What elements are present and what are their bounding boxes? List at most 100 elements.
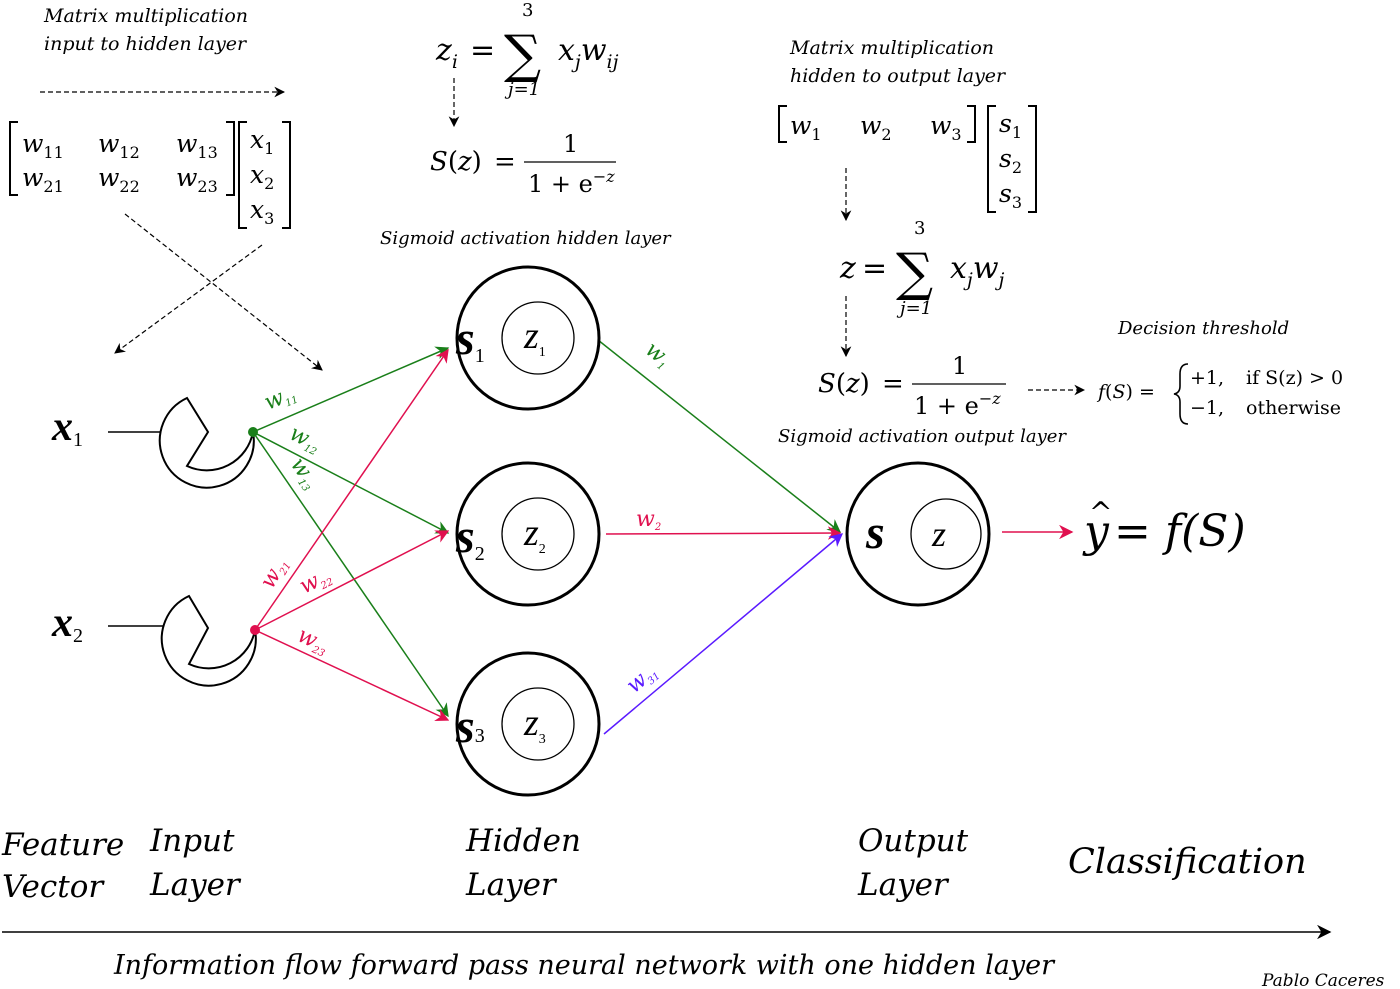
sigmoid-hidden-label: Sigmoid activation hidden layer [380,228,672,249]
svg-text:w3: w3 [930,111,962,144]
svg-text:w22: w22 [98,163,140,196]
svg-text:= f(S): = f(S) [1114,506,1246,557]
cross-arrow-to-x2 [124,213,323,371]
svg-text:w13: w13 [176,129,218,162]
mm-hidden-label-line1: Matrix multiplication [789,37,994,59]
svg-text:x2: x2 [51,600,83,647]
label-w1: w1 [640,337,676,373]
svg-text:w2: w2 [860,111,892,144]
svg-text:=: = [494,147,516,177]
classification-label: Classification [1068,842,1307,882]
z-sum-upper: 3 [914,218,925,239]
hidden-neuron-3: s3 z3 [455,651,601,797]
cross-arrow-to-x1 [114,244,263,354]
edge-w11 [252,346,450,433]
svg-text:w21: w21 [22,163,64,196]
svg-text:s2: s2 [455,510,485,565]
svg-text:y: y [1082,506,1110,557]
sigmoid-hidden-num: 1 [563,130,578,158]
mm-input-label-line2: input to hidden layer [44,33,248,55]
svg-text:x2: x2 [250,160,274,193]
sigmoid-output-num: 1 [952,352,967,380]
label-w2: w2 [636,507,661,533]
label-w21: w21 [256,553,294,593]
label-w22: w22 [296,563,336,600]
author-credit: Pablo Caceres [1261,971,1385,989]
svg-text:x1: x1 [250,125,274,158]
edge-w31 [603,533,844,735]
input-layer-label-line1: Input [149,823,235,859]
svg-text:f(S) =: f(S) = [1096,381,1155,403]
output-layer-label-line2: Layer [857,867,950,903]
threshold-case1-value: +1, [1190,367,1224,389]
edge-w1 [597,339,842,533]
svg-text:s1: s1 [455,312,485,367]
mm-input-label-line1: Matrix multiplication [43,5,248,27]
sigmoid-hidden-exp: −z [593,167,615,186]
feature-vector-label-line1: Feature [1,827,124,863]
svg-text:=: = [862,251,887,286]
svg-text:zi: zi [435,33,458,73]
svg-text:1 + e−z: 1 + e−z [528,167,615,198]
sigmoid-hidden-den: 1 + e [528,170,593,198]
sigmoid-output-label: Sigmoid activation output layer [778,426,1067,447]
input-hidden-edges [252,346,450,721]
svg-text:x1: x1 [51,404,83,451]
input-neuron-2 [160,594,257,687]
decision-threshold-label: Decision threshold [1117,318,1289,339]
svg-text:s1: s1 [999,109,1022,142]
svg-text:^: ^ [1089,496,1112,529]
svg-text:s3: s3 [455,700,485,753]
z-sum-lower: j=1 [896,298,932,319]
svg-text:1 + e−z: 1 + e−z [914,389,1001,420]
sigmoid-output-den: 1 + e [914,392,979,420]
edge-w23 [254,629,450,721]
label-w31: w31 [622,659,663,699]
hidden-neuron-1: s1 z1 [455,265,601,411]
threshold-function: f(S) = +1, if S(z) > 0 −1, otherwise [1096,363,1343,425]
threshold-case1-condition: if S(z) > 0 [1246,367,1343,389]
z-equation: z = ∑ 3 j=1 xjwj [839,218,1005,319]
svg-text:z2: z2 [523,512,546,557]
input-neuron-1 [158,396,255,489]
label-w23: w23 [293,623,333,660]
hidden-weight-row: w1 w2 w3 [778,105,976,144]
input-node-dot-2 [250,625,260,635]
hidden-output-edges [597,339,844,735]
output-layer-label-line1: Output [858,823,969,859]
svg-text:S(z): S(z) [430,147,482,177]
hidden-s-vector: s1 s2 s3 [987,105,1037,213]
feature-vector-label-line2: Vector [2,869,105,905]
sigmoid-output-exp: −z [979,389,1001,408]
svg-text:=: = [470,33,495,68]
svg-text:w23: w23 [176,163,218,196]
yhat-equation: y ^ = f(S) [1082,496,1246,557]
hidden-layer-label-line2: Layer [465,867,558,903]
input-x2: x2 [51,600,182,647]
zi-sum-lower: j=1 [504,79,540,100]
edge-w12 [252,431,450,534]
svg-text:z3: z3 [523,702,546,747]
svg-text:z: z [931,514,946,554]
output-neuron: s z [845,461,991,607]
label-w11: w11 [261,381,300,417]
svg-text:s3: s3 [999,179,1022,212]
weight-matrix: w11 w12 w13 w21 w22 w23 [9,121,235,196]
caption: Information flow forward pass neural net… [113,950,1056,981]
svg-text:w11: w11 [22,129,64,162]
svg-text:xjwij: xjwij [558,33,619,73]
hidden-layer-label-line1: Hidden [465,823,581,859]
threshold-case2-value: −1, [1190,397,1224,419]
sigmoid-output-equation: S(z) = 1 1 + e−z [818,352,1006,420]
zi-sum-upper: 3 [522,0,533,21]
svg-text:s: s [865,506,885,559]
svg-text:x3: x3 [250,195,274,228]
svg-text:=: = [882,369,904,399]
hidden-neuron-2: s2 z2 [455,461,601,607]
mm-hidden-label-line2: hidden to output layer [790,65,1007,87]
input-vector: x1 x2 x3 [238,121,291,229]
edge-w2 [605,526,842,540]
svg-text:z: z [839,251,856,286]
svg-text:∑: ∑ [504,25,541,85]
